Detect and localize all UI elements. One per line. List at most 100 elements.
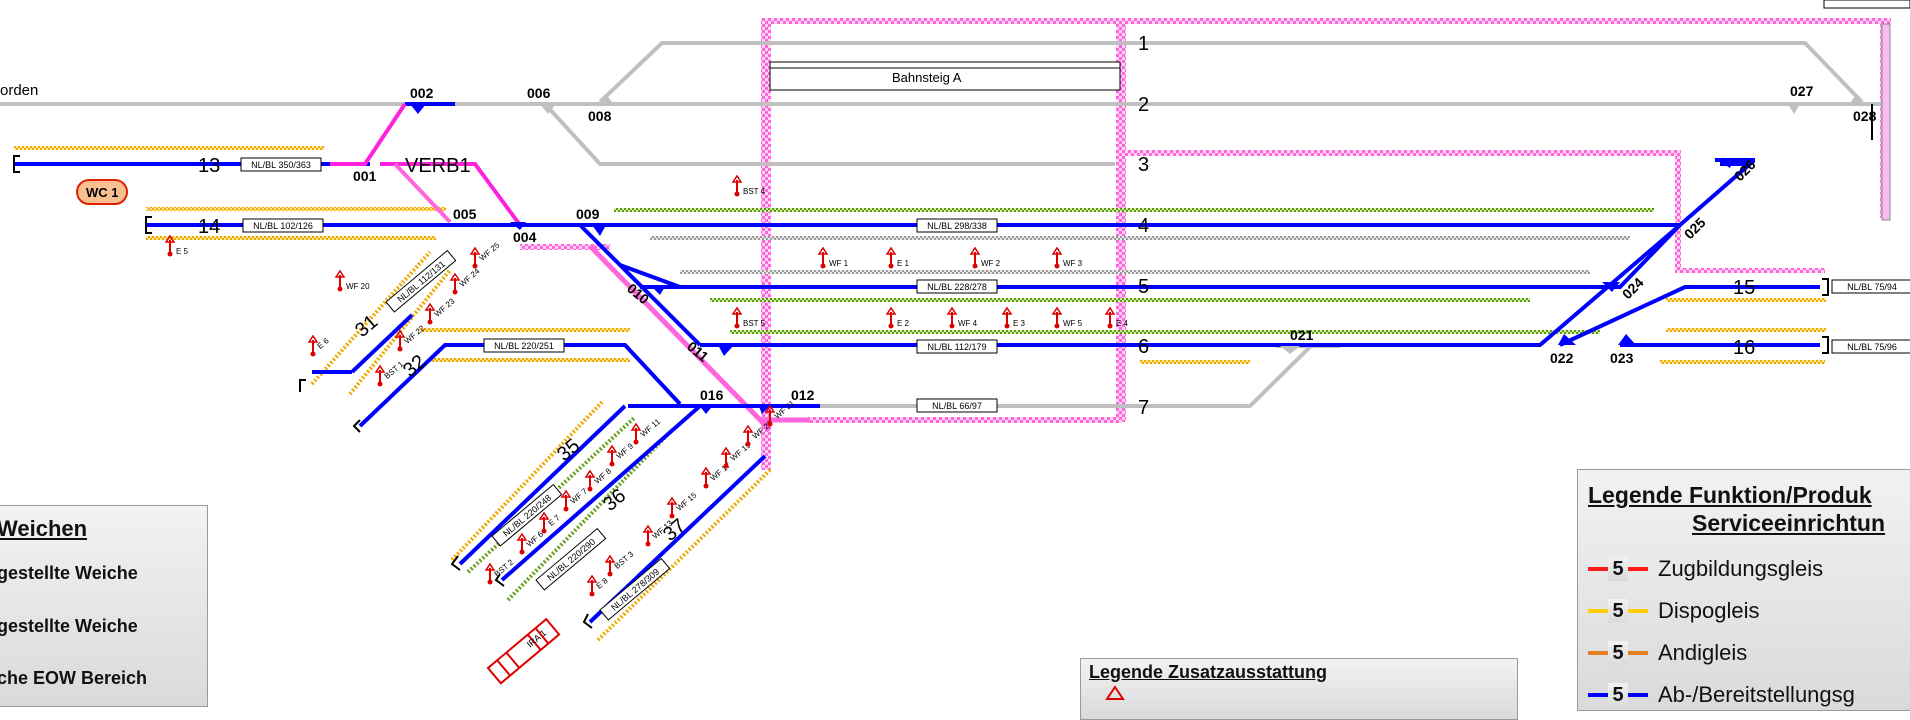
equipment-label: E 1: [897, 259, 910, 268]
track-diagram: BST 4 E 5 WF 1 E 1 WF 2 WF 3 BST 5 E 2 WF 4 E 3 WF…: [0, 0, 1910, 685]
legend-funktion-label: Zugbildungsgleis: [1658, 556, 1824, 581]
equipment-label: WF 15: [675, 490, 699, 512]
switch-023: 023: [1610, 350, 1634, 366]
equipment-label: WF 9: [615, 441, 636, 461]
wc-label: WC 1: [86, 185, 119, 200]
equipment-pin: WF 1: [817, 246, 849, 269]
hatch-bands: [14, 146, 1826, 642]
equipment-pin: E 8: [586, 574, 610, 597]
equipment-pin: WF 5: [1051, 306, 1083, 329]
track-tag-text: NL/BL 220/290: [545, 537, 597, 583]
equipment-label: WF 22: [403, 323, 427, 345]
top-left-label: orden: [0, 82, 38, 99]
ira-symbol: [486, 617, 561, 685]
track-16: 16: [1733, 337, 1755, 359]
track-tag-text: NL/BL 350/363: [251, 160, 311, 170]
track-tag-text: NL/BL 112/179: [927, 342, 986, 352]
equipment-pin: E 3: [1001, 306, 1026, 329]
legend-funktion-item: 5 Dispogleis: [1588, 598, 1760, 624]
switch-004: 004: [513, 229, 537, 245]
track-3: 3: [1138, 154, 1149, 176]
equipment-label: WF 11: [639, 417, 663, 439]
track-color-swatch: 5: [1588, 599, 1648, 623]
track-2: 2: [1138, 94, 1149, 116]
track-color-swatch: 5: [1588, 557, 1648, 581]
track-tag: NL/BL 228/278: [916, 279, 998, 294]
legend-funktion-item: 5 Zugbildungsgleis: [1588, 556, 1823, 582]
track-tag: NL/BL 112/179: [916, 339, 998, 354]
track-37: 37: [659, 515, 690, 546]
equipment-pin: WF 15: [666, 490, 699, 519]
track-7: 7: [1138, 397, 1149, 419]
switch-markers: [410, 104, 1734, 414]
equipment-pin: WF 25: [469, 240, 502, 269]
track-tag-text: NL/BL 228/278: [927, 282, 987, 292]
track-14: 14: [198, 216, 220, 238]
track-15: 15: [1733, 277, 1755, 299]
track-35: 35: [553, 435, 584, 466]
equipment-label: WF 17: [709, 460, 733, 482]
switch-005: 005: [453, 206, 477, 222]
equipment-label: E 4: [1116, 319, 1129, 328]
track-tag: NL/BL 66/97: [916, 398, 998, 413]
legend-zusatzausstattung: Legende Zusatzausstattung: [1080, 658, 1518, 720]
equipment-label: WF 4: [958, 319, 978, 328]
equipment-label: WF 1: [829, 259, 849, 268]
equipment-pin: WF 3: [1051, 246, 1083, 269]
legend-funktion-title: Legende Funktion/Produk: [1588, 482, 1872, 508]
legend-funktion: Legende Funktion/Produk Serviceeinrichtu…: [1577, 469, 1910, 711]
legend-weichen: Weichen gestellte Weiche gestellte Weich…: [0, 505, 208, 707]
legend-weichen-title: Weichen: [0, 516, 88, 541]
equipment-label: E 7: [547, 513, 562, 528]
track-tag-text: NL/BL 75/96: [1847, 342, 1897, 352]
switch-021: 021: [1290, 327, 1314, 343]
equipment-label: WF 7: [569, 486, 590, 506]
switch-006: 006: [527, 85, 551, 101]
equipment-pin: E 5: [164, 234, 189, 257]
track-tag: NL/BL 298/338: [916, 218, 998, 233]
legend-zusatz-title: Legende Zusatzausstattung: [1089, 662, 1328, 682]
equipment-pin: E 2: [885, 306, 910, 329]
track-tag: NL/BL 75/96: [1831, 339, 1910, 354]
switch-016: 016: [700, 387, 724, 403]
buffer-stops: [13, 155, 1829, 629]
equipment-label: WF 2: [981, 259, 1001, 268]
track-tag: NL/BL 75/94: [1831, 279, 1910, 294]
switch-027: 027: [1790, 83, 1814, 99]
equipment-pin: WF 9: [606, 441, 636, 467]
switch-012: 012: [791, 387, 815, 403]
pink-zone-overlays: [520, 18, 1891, 470]
equipment-pin: WF 2: [969, 246, 1001, 269]
switch-011: 011: [684, 338, 712, 365]
track-tag: NL/BL 220/251: [483, 338, 565, 353]
track-1: 1: [1138, 33, 1149, 55]
equipment-label: WF 23: [433, 296, 457, 318]
equipment-pin: WF 11: [630, 417, 663, 445]
equipment-label: E 3: [1013, 319, 1026, 328]
track-5: 5: [1138, 276, 1149, 298]
switch-022: 022: [1550, 350, 1574, 366]
equipment-label: E 8: [595, 576, 610, 591]
track-tag-text: NL/BL 220/251: [494, 341, 554, 351]
equipment-label: WF 3: [1063, 259, 1083, 268]
track-color-swatch: 5: [1588, 683, 1648, 707]
equipment-pin: BST 4: [731, 174, 766, 197]
equipment-label: BST 3: [613, 549, 636, 570]
grey-switch-markers: [540, 94, 1862, 354]
legend-funktion-label: Dispogleis: [1658, 598, 1760, 623]
track-tag-text: NL/BL 66/97: [932, 401, 982, 411]
equipment-label: WF 24: [458, 266, 482, 288]
track-tag-text: NL/BL 75/94: [1847, 282, 1897, 292]
equipment-label: BST 5: [743, 319, 766, 328]
equipment-pin: WF 6: [516, 529, 546, 555]
equipment-pin: E 6: [307, 334, 331, 357]
verb1-connector: [330, 102, 522, 227]
equipment-label: E 2: [897, 319, 910, 328]
legend-weichen-item: che EOW Bereich: [0, 668, 148, 688]
wc-symbol: [76, 179, 128, 205]
legend-weichen-item: gestellte Weiche: [0, 563, 138, 583]
track-tag: NL/BL 350/363: [240, 157, 322, 172]
switch-008: 008: [588, 108, 612, 124]
equipment-pin: E 1: [885, 246, 910, 269]
